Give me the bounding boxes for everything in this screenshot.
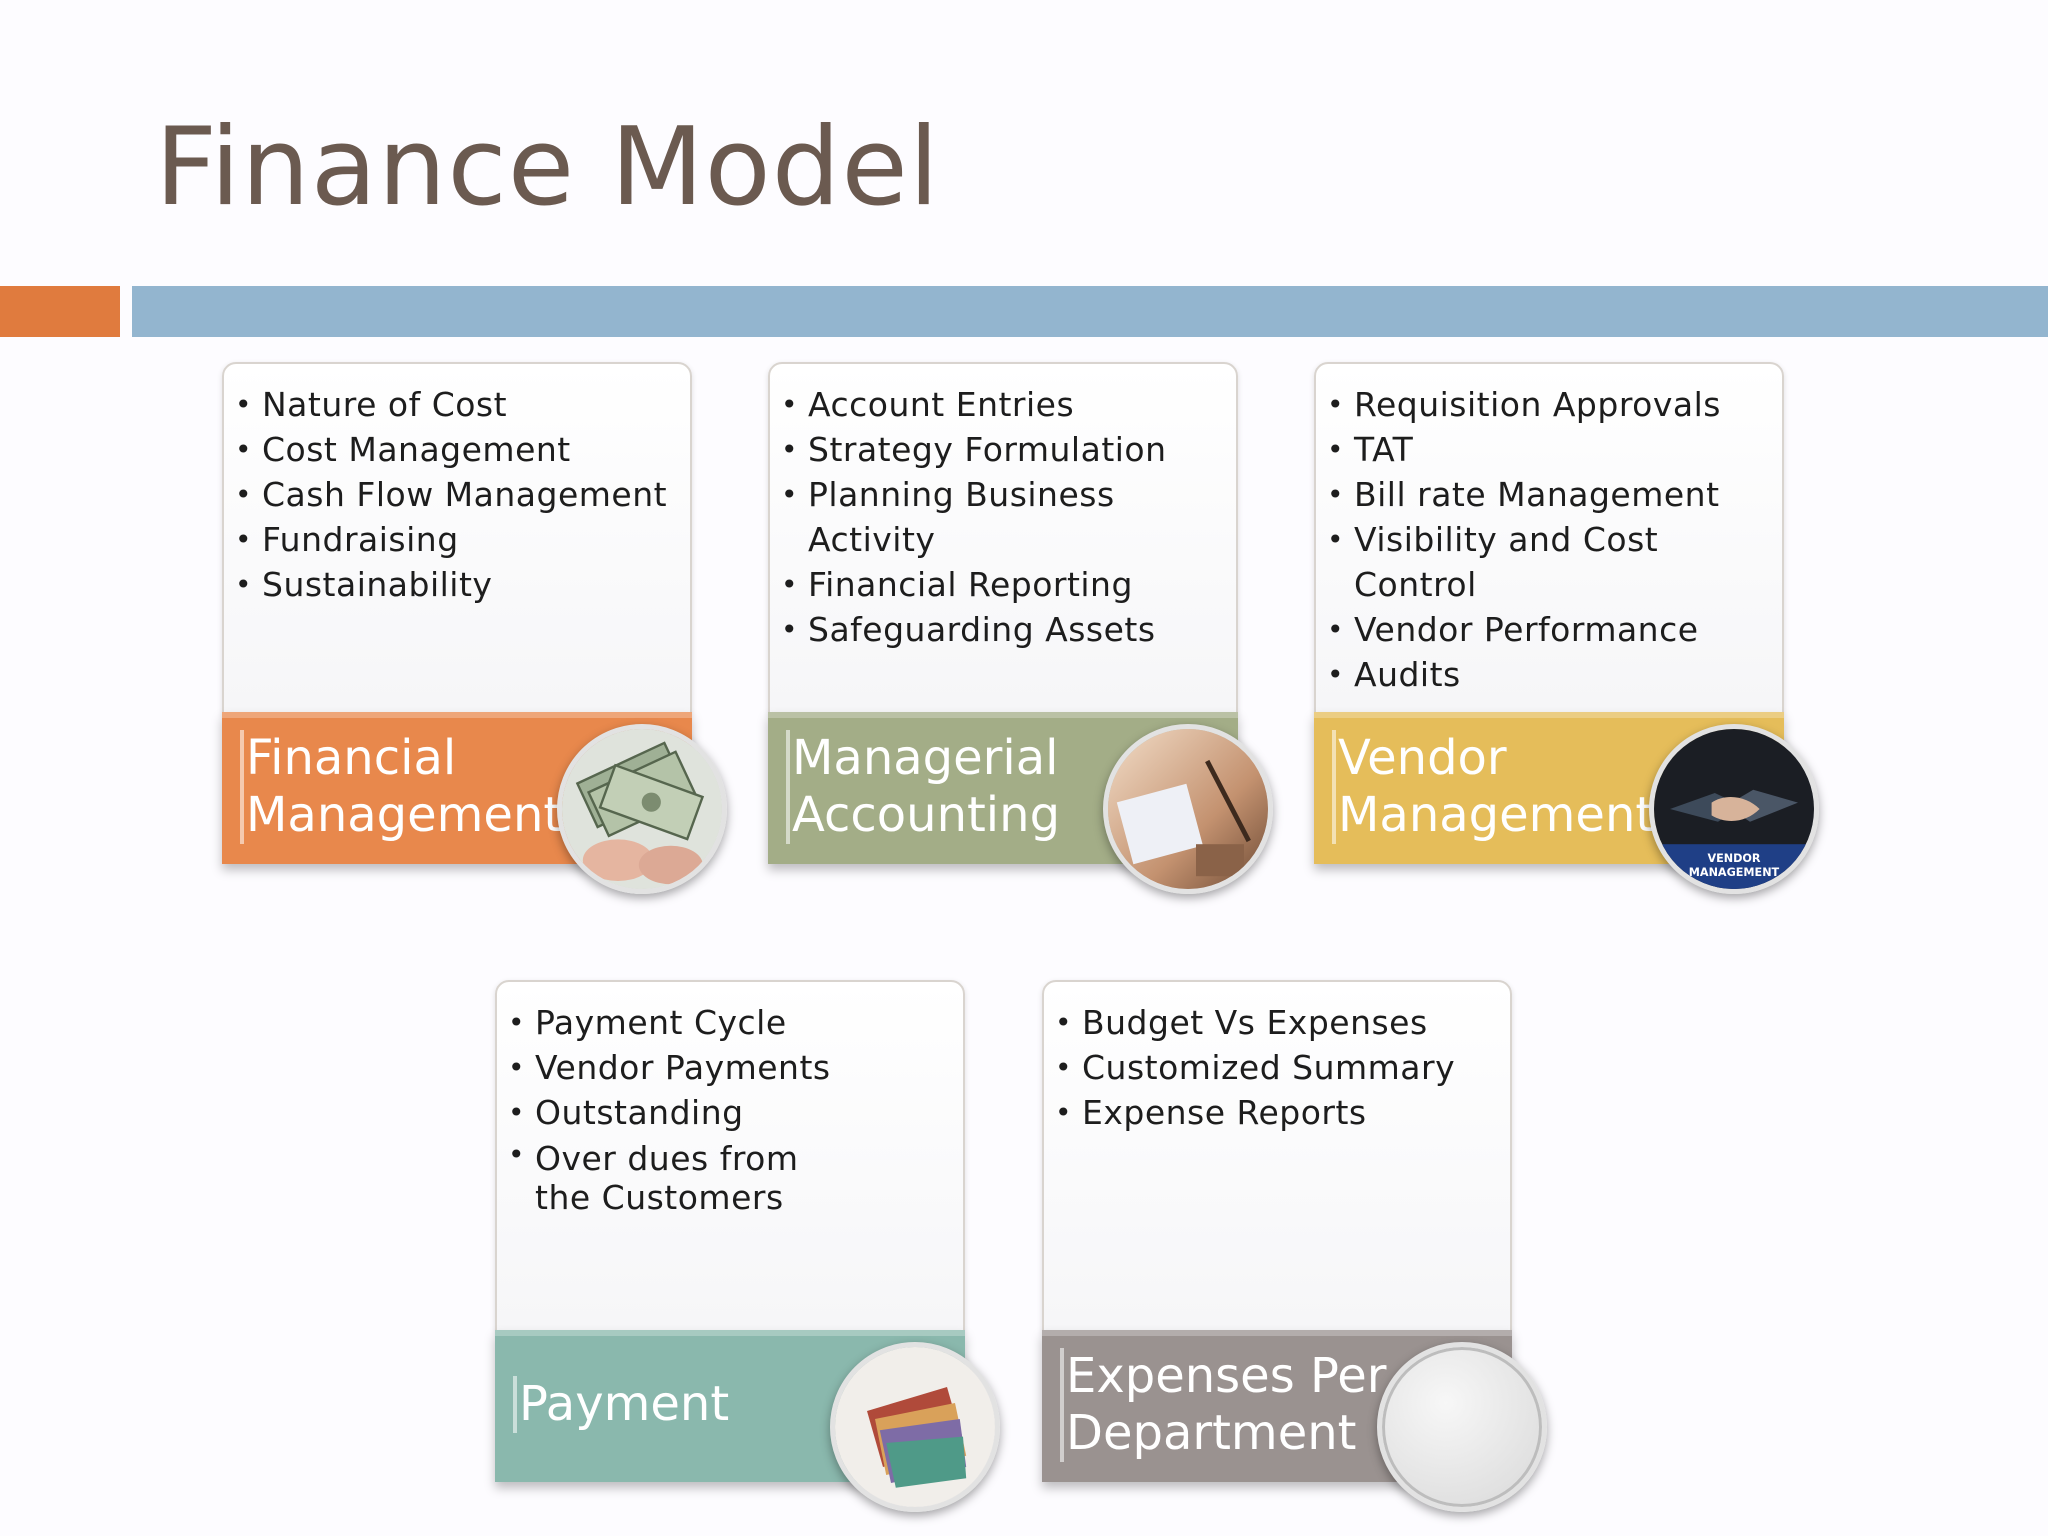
card-managerial-accounting: Account Entries Strategy Formulation Pla… [768,362,1273,894]
list-item: Sustainability [235,562,680,607]
list-item: Strategy Formulation [781,427,1226,472]
card-content-box: Budget Vs Expenses Customized Summary Ex… [1042,980,1512,1334]
list-item: Customized Summary [1055,1045,1500,1090]
card-label: Expenses Per Department [1060,1348,1426,1462]
blank-circle-icon [1377,1342,1547,1512]
slide-title: Finance Model [155,105,940,230]
handshake-icon: VENDOR MANAGEMENT [1649,724,1819,894]
svg-text:VENDOR: VENDOR [1707,852,1760,865]
list-item: TAT [1327,427,1772,472]
svg-text:MANAGEMENT: MANAGEMENT [1689,866,1780,879]
list-item: Audits [1327,652,1772,697]
list-item: Requisition Approvals [1327,382,1772,427]
card-label: Vendor Management [1332,730,1698,844]
money-hands-icon [557,724,727,894]
list-item: Outstanding [508,1090,953,1135]
list-item: Visibility and Cost Control [1327,517,1772,607]
card-item-list: Account Entries Strategy Formulation Pla… [770,364,1236,652]
banknotes-icon [830,1342,1000,1512]
list-item: Over dues from the Customers [508,1135,835,1217]
list-item: Nature of Cost [235,382,680,427]
card-label: Managerial Accounting [786,730,1152,844]
card-label: Financial Management [240,730,606,844]
accounting-photo-icon [1103,724,1273,894]
card-expenses-per-department: Budget Vs Expenses Customized Summary Ex… [1042,980,1547,1512]
card-financial-management: Nature of Cost Cost Management Cash Flow… [222,362,727,894]
list-item: Financial Reporting [781,562,1226,607]
card-content-box: Requisition Approvals TAT Bill rate Mana… [1314,362,1784,716]
list-item: Budget Vs Expenses [1055,1000,1500,1045]
card-item-list: Nature of Cost Cost Management Cash Flow… [224,364,690,607]
list-item: Account Entries [781,382,1226,427]
list-item: Fundraising [235,517,680,562]
list-item: Vendor Performance [1327,607,1772,652]
header-accent-bar [0,286,120,337]
list-item: Safeguarding Assets [781,607,1226,652]
list-item: Cash Flow Management [235,472,680,517]
list-item: Planning Business Activity [781,472,1226,562]
card-item-list: Budget Vs Expenses Customized Summary Ex… [1044,982,1510,1135]
card-content-box: Nature of Cost Cost Management Cash Flow… [222,362,692,716]
card-content-box: Payment Cycle Vendor Payments Outstandin… [495,980,965,1334]
list-item: Payment Cycle [508,1000,953,1045]
card-content-box: Account Entries Strategy Formulation Pla… [768,362,1238,716]
card-item-list: Payment Cycle Vendor Payments Outstandin… [497,982,963,1217]
card-item-list: Requisition Approvals TAT Bill rate Mana… [1316,364,1782,697]
list-item: Expense Reports [1055,1090,1500,1135]
card-payment: Payment Cycle Vendor Payments Outstandin… [495,980,1000,1512]
header-divider-bar [132,286,2048,337]
list-item: Bill rate Management [1327,472,1772,517]
card-label: Payment [513,1376,879,1433]
list-item: Vendor Payments [508,1045,953,1090]
list-item: Cost Management [235,427,680,472]
card-vendor-management: Requisition Approvals TAT Bill rate Mana… [1314,362,1819,894]
